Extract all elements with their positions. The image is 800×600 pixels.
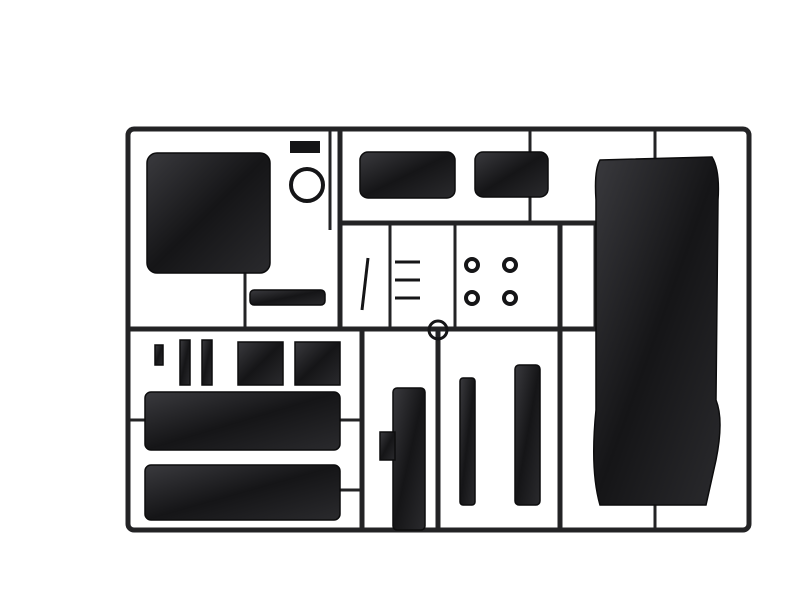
door-panel-lower-part [144,464,341,521]
bar-part [249,289,326,306]
sprue-frame [125,126,752,533]
square-part-1 [237,341,284,386]
front-seat-right-part [474,151,549,198]
thin-strip-part [459,377,476,506]
steering-wheel-part [289,167,325,203]
small-parts [289,141,518,341]
seat-back-part [146,152,271,274]
dashboard-strip-part [392,387,426,531]
sprue-parts [144,151,721,531]
side-strip-part [514,364,541,506]
floor-pan-part [593,156,721,506]
square-part-2 [294,341,341,386]
front-seat-left-part [359,151,456,199]
door-panel-upper-part [144,391,341,451]
